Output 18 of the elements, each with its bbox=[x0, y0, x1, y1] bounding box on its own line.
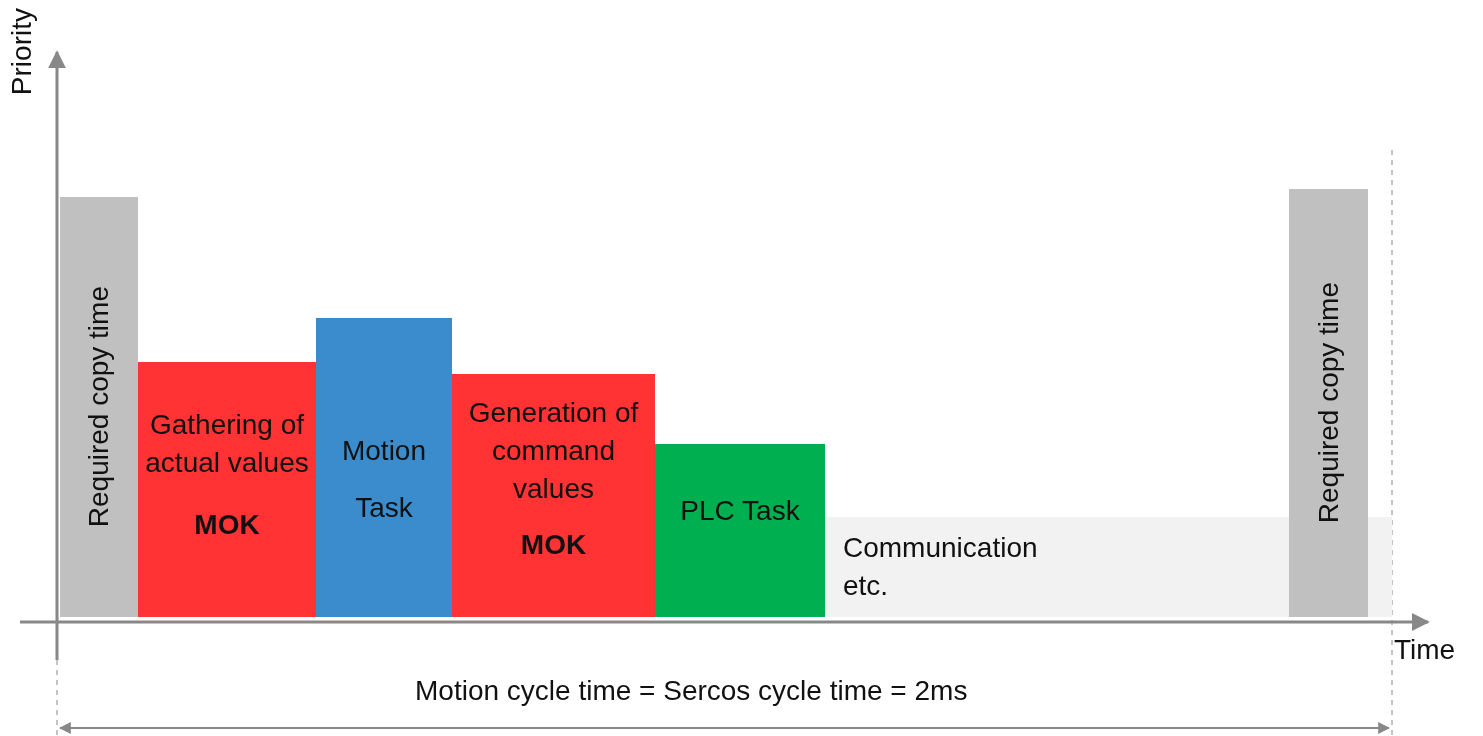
bar-label: Required copy time bbox=[1312, 282, 1345, 524]
bar-label: Communication etc. bbox=[843, 531, 1039, 603]
tag-label: MOK bbox=[519, 528, 588, 562]
task-bar bbox=[316, 318, 452, 617]
dimension-label: Motion cycle time = Sercos cycle time = 2ms bbox=[415, 675, 968, 707]
bar-label: Gathering of actual values bbox=[144, 408, 310, 480]
axis-label: Priority bbox=[6, 8, 38, 96]
task-bar bbox=[452, 374, 655, 617]
copy-time-bar bbox=[1289, 189, 1368, 617]
task-bar bbox=[655, 444, 825, 617]
bar-label: Motion Task bbox=[340, 434, 427, 525]
bar-label: Required copy time bbox=[83, 286, 115, 528]
tag-label: MOK bbox=[193, 508, 261, 542]
bar-label: Generation of command values bbox=[467, 396, 640, 506]
task-bar bbox=[138, 362, 316, 617]
axis-label: Time bbox=[1394, 634, 1456, 666]
bar-label: PLC Task bbox=[679, 494, 801, 528]
copy-time-bar bbox=[60, 197, 138, 617]
